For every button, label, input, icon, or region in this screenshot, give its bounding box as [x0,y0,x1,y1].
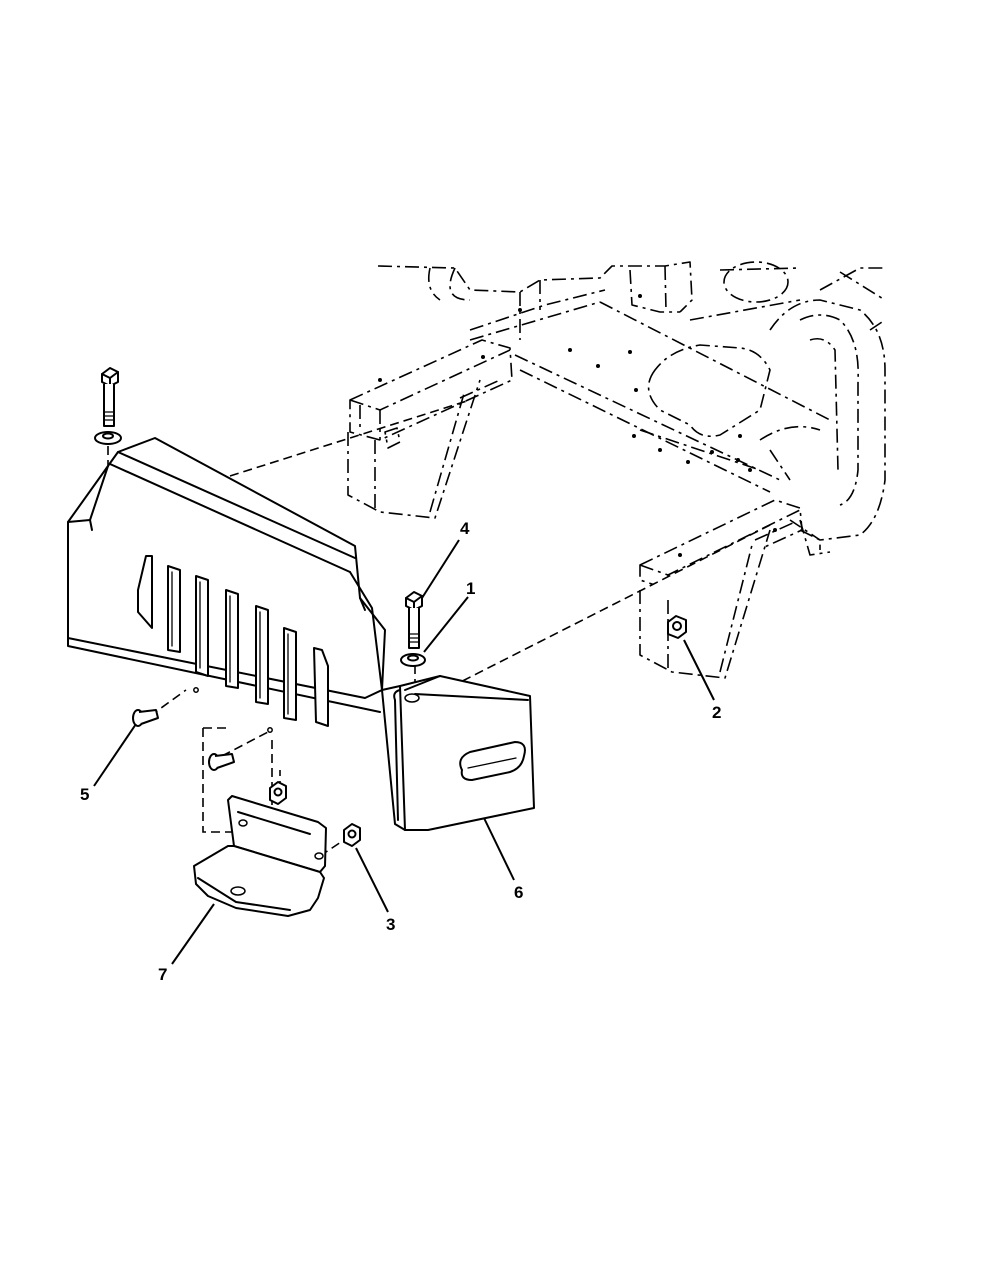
rivet-part-5 [132,709,235,771]
bolt-part-4 [405,591,423,649]
nut-part-3 [269,781,361,847]
callout-3: 3 [386,915,395,934]
bolt-left-top [94,367,122,445]
nut-part-2 [667,615,687,639]
leader-lines [93,539,715,965]
guard-vent-slots [137,555,329,727]
callout-1: 1 [466,579,475,598]
mower-frame-phantom [347,261,886,679]
callout-6: 6 [514,883,523,902]
discharge-guard-part-6 [67,437,535,831]
callout-2: 2 [712,703,721,722]
callout-4: 4 [460,519,470,538]
callout-labels: 1 2 3 4 5 6 7 [80,519,721,984]
mounting-bracket-part-7 [193,795,327,917]
callout-7: 7 [158,965,167,984]
washer-part-1 [400,653,426,667]
callout-5: 5 [80,785,89,804]
